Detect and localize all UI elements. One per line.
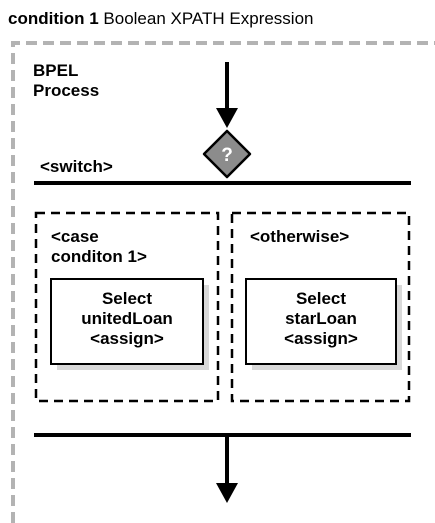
otherwise-activity-line1: Select	[296, 289, 346, 308]
case-activity-line1: Select	[102, 289, 152, 308]
condition-description: Boolean XPATH Expression	[103, 9, 314, 28]
condition-label: condition 1	[8, 9, 99, 28]
process-label-line1: BPEL	[33, 61, 78, 80]
case-activity-line3: <assign>	[90, 329, 164, 348]
case-branch-container	[34, 211, 220, 403]
outgoing-arrow-head	[216, 483, 238, 503]
case-activity-box	[50, 278, 204, 365]
otherwise-activity-box	[245, 278, 397, 365]
decision-diamond-icon	[202, 129, 252, 179]
process-label-line2: Process	[33, 81, 99, 100]
incoming-arrow-head	[216, 108, 238, 128]
case-label-line1: <case	[51, 227, 99, 246]
diagram-caption: condition 1 Boolean XPATH Expression	[8, 9, 314, 29]
otherwise-label: <otherwise>	[250, 227, 349, 246]
otherwise-branch-container	[230, 211, 411, 403]
otherwise-activity-line2: starLoan	[285, 309, 357, 328]
case-activity-line2: unitedLoan	[81, 309, 173, 328]
case-label-line2: conditon 1>	[51, 247, 147, 266]
decision-question-mark: ?	[221, 145, 233, 166]
process-boundary	[11, 41, 435, 523]
switch-label: <switch>	[40, 157, 113, 176]
otherwise-activity-line3: <assign>	[284, 329, 358, 348]
